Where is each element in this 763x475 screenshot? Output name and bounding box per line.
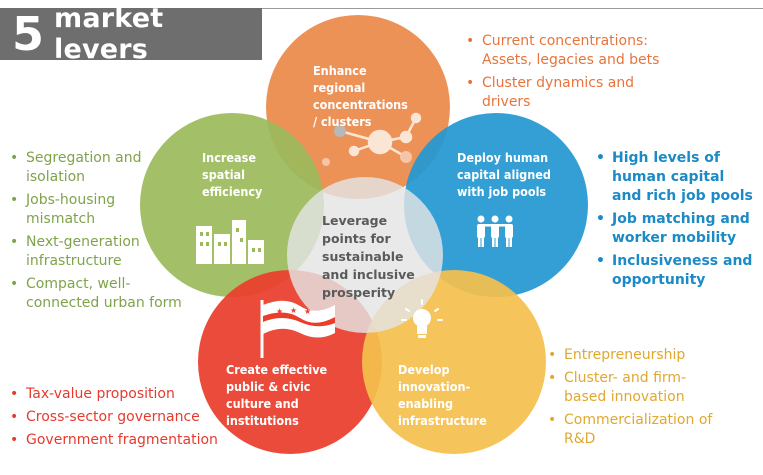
list-item: Segregation and isolation	[10, 149, 185, 187]
list-item: Entrepreneurship	[548, 346, 723, 365]
svg-text:★: ★	[304, 307, 311, 316]
yellow-bullet-list: Entrepreneurship Cluster- and firm-based…	[548, 346, 723, 453]
lever-circle-blue	[404, 113, 588, 297]
people-icon	[477, 215, 513, 247]
list-item: Government fragmentation	[10, 431, 230, 450]
lightbulb-icon	[401, 299, 443, 338]
svg-text:★: ★	[290, 306, 297, 315]
network-nodes-icon	[322, 112, 422, 166]
red-bullet-list: Tax-value proposition Cross-sector gover…	[10, 385, 230, 454]
green-bullet-list: Segregation and isolation Jobs-housing m…	[10, 149, 185, 317]
list-item: Jobs-housing mismatch	[10, 191, 185, 229]
center-label: Leverage points for sustainable and incl…	[322, 213, 415, 300]
list-item: Compact, well-connected urban form	[10, 275, 185, 313]
list-item: Cluster dynamics and drivers	[466, 74, 666, 112]
list-item: High levels of human capital and rich jo…	[596, 149, 756, 206]
lever-label-red: Create effective public & civic culture …	[226, 362, 328, 428]
orange-bullet-list: Current concentrations: Assets, legacies…	[466, 32, 666, 116]
list-item: Cluster- and firm-based innovation	[548, 369, 723, 407]
title-banner: 5 market levers	[0, 3, 262, 65]
list-item: Inclusiveness and opportunity	[596, 252, 756, 290]
lever-label-yellow: Develop innovation-enabling infrastructu…	[398, 362, 487, 428]
title-rule	[262, 8, 763, 9]
center-circle	[287, 177, 443, 333]
list-item: Commercialization of R&D	[548, 411, 723, 449]
list-item: Job matching and worker mobility	[596, 210, 756, 248]
svg-text:★: ★	[276, 307, 283, 316]
city-buildings-icon	[196, 220, 264, 264]
list-item: Current concentrations: Assets, legacies…	[466, 32, 666, 70]
title-text: market levers	[54, 3, 164, 65]
list-item: Cross-sector governance	[10, 408, 230, 427]
lever-label-blue: Deploy human capital aligned with job po…	[457, 150, 551, 199]
list-item: Next-generation infrastructure	[10, 233, 185, 271]
blue-bullet-list: High levels of human capital and rich jo…	[596, 149, 756, 294]
list-item: Tax-value proposition	[10, 385, 230, 404]
flag-icon: ★ ★ ★	[260, 300, 335, 358]
lever-label-orange: Enhance regional concentrations / cluste…	[313, 63, 408, 129]
lever-circle-green	[140, 113, 324, 297]
lever-label-green: Increase spatial efficiency	[202, 150, 263, 199]
title-number: 5	[12, 7, 45, 61]
